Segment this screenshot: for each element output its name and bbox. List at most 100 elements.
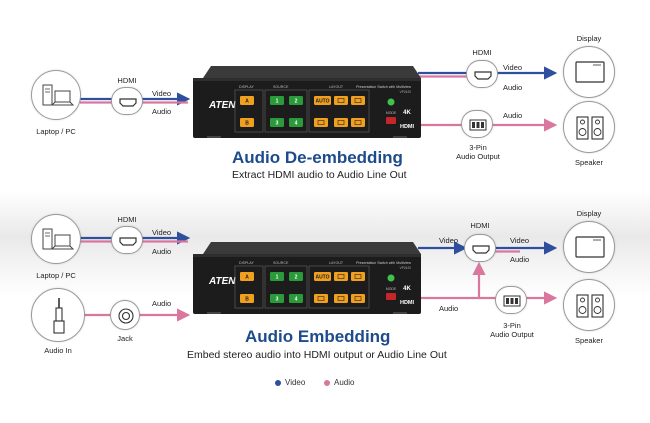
top-3pin-label: 3-Pin Audio Output xyxy=(456,143,500,161)
source-4-button-label: 4 xyxy=(295,297,298,303)
legend-audio-dot xyxy=(324,379,330,386)
hdmi-port-icon xyxy=(119,98,137,107)
display-panel xyxy=(234,89,264,133)
mode-label: MODE xyxy=(386,111,397,115)
top-speaker-node xyxy=(563,101,615,153)
top-audio-out-label: Audio xyxy=(503,111,523,120)
top-hdmi-out-audio: Audio xyxy=(503,83,523,92)
source-panel xyxy=(264,265,308,309)
speaker-icon xyxy=(576,116,604,140)
source-3-button-label: 3 xyxy=(276,121,279,127)
layout-icon-5 xyxy=(354,120,362,125)
bottom-hdmi-in-audio: Audio xyxy=(152,247,172,256)
hdmi-logo: HDMI xyxy=(400,124,415,130)
auto-button xyxy=(314,96,331,105)
layout-icon-5 xyxy=(354,296,362,301)
source-4-button-label: 4 xyxy=(295,121,298,127)
source-1-button-label: 1 xyxy=(276,275,279,281)
badge-4k: 4K xyxy=(403,110,411,116)
source-2-button-label: 2 xyxy=(295,99,298,105)
model-label: VP2420 xyxy=(400,266,412,270)
top-hdmi-input-node xyxy=(111,87,143,115)
hdmi-port-icon xyxy=(474,71,492,80)
device-front-edge xyxy=(193,78,421,81)
legend-audio-label: Audio xyxy=(334,378,355,387)
auto-button-label: AUTO xyxy=(315,99,329,105)
top-hdmi-out-video: Video xyxy=(503,63,523,72)
source-3-button-label: 3 xyxy=(276,297,279,303)
audio-plug-icon xyxy=(53,298,65,334)
source-1-button xyxy=(270,272,284,281)
bottom-display-node xyxy=(563,221,615,273)
source-3-button xyxy=(270,118,284,127)
hdmi-port-icon xyxy=(119,237,137,246)
bottom-speaker-node xyxy=(563,279,615,331)
terminal-block-icon xyxy=(503,295,521,307)
power-led xyxy=(387,98,395,106)
section-source-label: SOURCE xyxy=(273,85,289,89)
top-3pin-output-node xyxy=(461,110,493,138)
layout-icon-3 xyxy=(317,120,325,125)
display-b-button xyxy=(240,118,254,127)
device-top-face xyxy=(203,66,421,78)
device-front-edge xyxy=(193,254,421,257)
badge-4k: 4K xyxy=(403,286,411,292)
layout-panel xyxy=(308,89,370,133)
source-2-button xyxy=(289,96,303,105)
audio-in-label: Audio In xyxy=(44,346,72,355)
legend-video-dot xyxy=(275,379,281,386)
display-icon xyxy=(575,236,605,258)
laptop-pc-icon xyxy=(42,228,75,250)
speaker-icon xyxy=(576,294,604,318)
power-led xyxy=(387,274,395,282)
display-a-button xyxy=(240,272,254,281)
display-a-button xyxy=(240,96,254,105)
display-b-button-label: B xyxy=(245,121,249,127)
layout-button-2 xyxy=(351,272,365,281)
brand-logo: ATEN xyxy=(208,100,236,111)
display-b-button-label: B xyxy=(245,297,249,303)
top-hdmi-in-video: Video xyxy=(152,89,172,98)
audio-in-node xyxy=(31,288,85,342)
section-layout-label: LAYOUT xyxy=(329,261,344,265)
layout-icon-1 xyxy=(337,274,345,279)
terminal-block-icon xyxy=(469,119,487,131)
display-a-button-label: A xyxy=(245,99,249,105)
top-display-node xyxy=(563,46,615,98)
layout-icon-2 xyxy=(354,274,362,279)
bottom-hdmi-output-node xyxy=(464,234,496,262)
device-foot-left xyxy=(207,312,221,314)
bottom-3pin-label: 3-Pin Audio Output xyxy=(490,321,534,339)
deembed-subtitle: Extract HDMI audio to Audio Line Out xyxy=(232,169,407,181)
bottom-hdmi-out-label: HDMI xyxy=(470,221,490,230)
bottom-out-video: Video xyxy=(439,236,459,245)
embed-subtitle: Embed stereo audio into HDMI output or A… xyxy=(187,349,447,361)
bottom-3pin-output-node xyxy=(495,286,527,314)
product-line-label: Presentation Switch with Multiview xyxy=(356,261,411,265)
source-2-button xyxy=(289,272,303,281)
source-4-button xyxy=(289,294,303,303)
legend-video-label: Video xyxy=(285,378,306,387)
jack-node xyxy=(110,300,140,330)
layout-icon-1 xyxy=(337,98,345,103)
layout-button-3 xyxy=(314,118,328,127)
top-hdmi-output-node xyxy=(466,60,498,88)
section-display-label: DISPLAY xyxy=(239,261,255,265)
top-speaker-label: Speaker xyxy=(575,158,603,167)
hdmi-port-icon xyxy=(472,245,490,254)
layout-panel xyxy=(308,265,370,309)
top-hdmi-in-label: HDMI xyxy=(117,76,137,85)
model-label: VP2420 xyxy=(400,90,412,94)
layout-icon-4 xyxy=(337,120,345,125)
layout-button-5 xyxy=(351,294,365,303)
device-foot-right xyxy=(393,136,407,138)
bottom-hdmi-in-video: Video xyxy=(152,228,172,237)
source-3-button xyxy=(270,294,284,303)
device-foot-right xyxy=(393,312,407,314)
legend-audio: Audio xyxy=(324,378,354,387)
deembed-title: Audio De-embedding xyxy=(232,148,403,167)
display-a-button-label: A xyxy=(245,275,249,281)
